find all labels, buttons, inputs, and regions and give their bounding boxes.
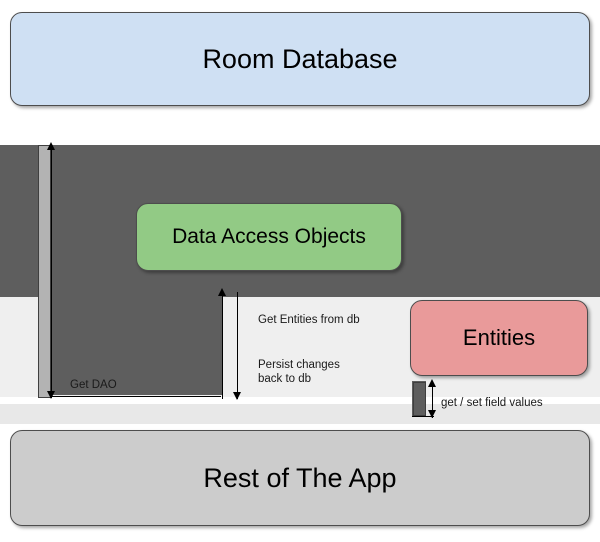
node-room-database[interactable]: Room Database — [10, 12, 590, 106]
activation-bar-room-database — [38, 145, 51, 398]
message-label-get-entities: Get Entities from db — [258, 314, 360, 326]
node-data-access-objects[interactable]: Data Access Objects — [136, 203, 402, 271]
arrowhead-down-get-set-fields — [428, 410, 436, 418]
arrow-cap-get-set-fields — [412, 416, 434, 417]
arrowhead-down-get-dao — [47, 391, 55, 399]
arrow-line-persist-changes — [237, 292, 238, 399]
arrowhead-up-get-dao — [47, 142, 55, 150]
activation-bar-entities — [413, 382, 426, 416]
arrowhead-down-persist-changes — [233, 392, 241, 400]
message-label-persist-changes: Persist changes back to db — [258, 359, 340, 385]
arrowhead-up-get-set-fields — [428, 379, 436, 387]
background-wash-lower — [0, 404, 600, 424]
node-rest-of-the-app[interactable]: Rest of The App — [10, 430, 590, 526]
arrow-cap-get-dao — [51, 396, 221, 397]
arrowhead-up-get-entities — [218, 288, 226, 296]
message-label-get-set-fields: get / set field values — [441, 397, 543, 409]
arrow-line-get-dao — [51, 146, 52, 398]
message-label-get-dao: Get DAO — [70, 379, 117, 391]
arrow-line-get-entities — [222, 292, 223, 399]
node-entities[interactable]: Entities — [410, 300, 588, 376]
arrow-line-get-set-fields — [432, 382, 433, 418]
background-block-margin — [0, 145, 38, 297]
